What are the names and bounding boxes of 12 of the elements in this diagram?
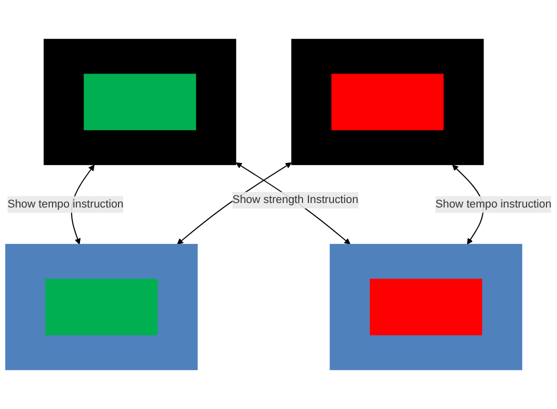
- edge-label: Show strength Instruction: [232, 194, 358, 206]
- cluster: [291, 38, 484, 166]
- edge-label: Show tempo instruction: [435, 198, 552, 210]
- cluster: [44, 38, 236, 166]
- cluster: [330, 244, 522, 370]
- node-box: [84, 74, 196, 130]
- node-box: [45, 278, 158, 336]
- arrow: [177, 162, 292, 245]
- node-box: [370, 278, 482, 336]
- node-box: [331, 74, 444, 130]
- edge-label: Show tempo instruction: [8, 198, 124, 210]
- cluster: [5, 244, 198, 370]
